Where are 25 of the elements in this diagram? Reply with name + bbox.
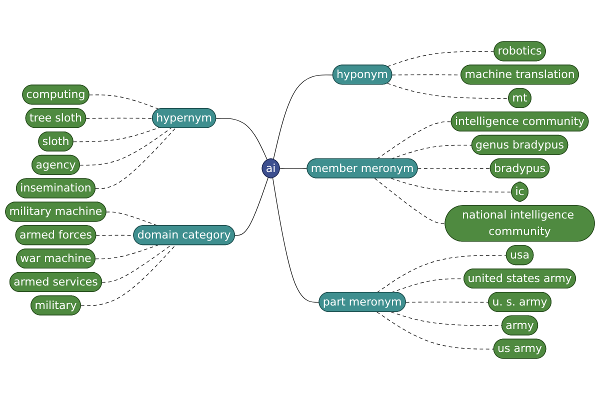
connector xyxy=(88,94,160,110)
connector xyxy=(273,74,334,160)
connector xyxy=(95,244,158,260)
connector xyxy=(417,168,491,169)
connector xyxy=(386,51,495,67)
connector xyxy=(272,178,320,303)
connector xyxy=(234,177,269,236)
connector xyxy=(86,118,154,119)
connector xyxy=(72,127,160,142)
connector xyxy=(386,83,510,99)
connector xyxy=(376,255,507,293)
connector xyxy=(376,121,452,160)
connector xyxy=(102,244,172,283)
connector xyxy=(280,168,308,169)
connector xyxy=(406,302,490,303)
connector xyxy=(80,128,172,166)
connector xyxy=(376,312,494,350)
connector xyxy=(390,144,472,160)
connector xyxy=(390,178,512,192)
connector xyxy=(106,212,158,226)
connector xyxy=(374,178,446,224)
connector xyxy=(390,312,502,326)
connector xyxy=(216,118,268,161)
connector xyxy=(95,128,176,189)
connector xyxy=(80,244,176,306)
